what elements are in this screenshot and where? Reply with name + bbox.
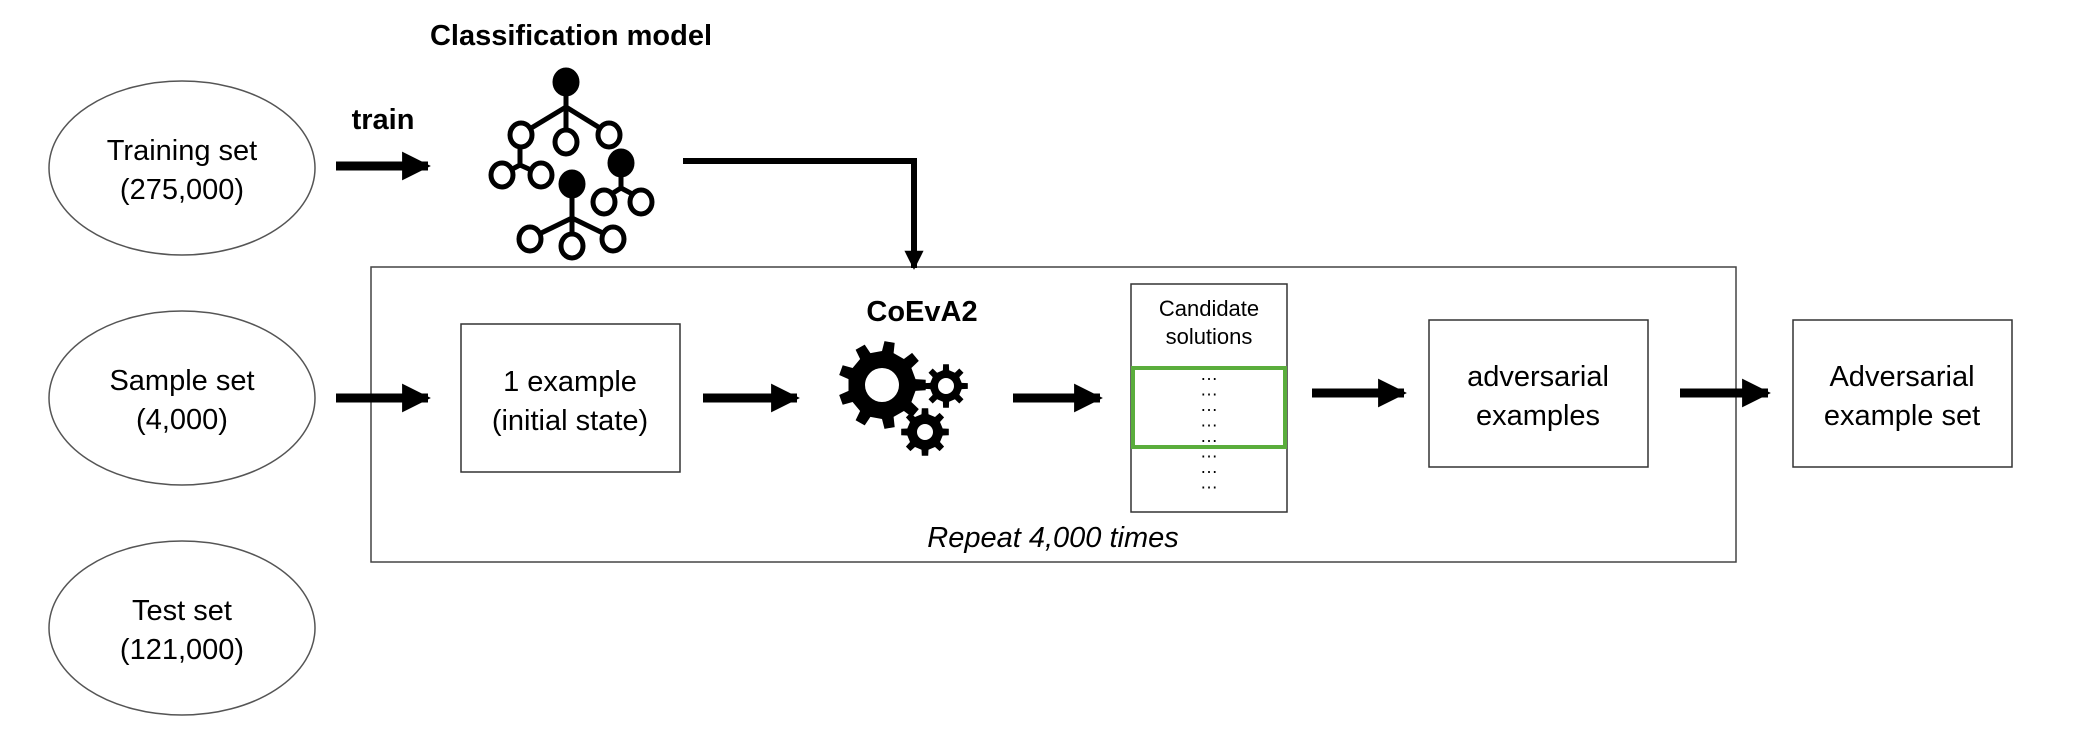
- test-set-count: (121,000): [120, 634, 244, 666]
- sample-set-count: (4,000): [136, 404, 228, 436]
- training-set-count: (275,000): [120, 174, 244, 206]
- candidate-row: …: [1200, 411, 1218, 431]
- adversarial-examples-node: adversarial examples: [1428, 319, 1649, 468]
- decision-tree-forest-icon: [488, 67, 655, 261]
- training-set-title: Training set: [107, 135, 257, 167]
- selected-candidates-highlight: [1131, 366, 1287, 449]
- train-label: train: [352, 104, 415, 136]
- gear-icon: [901, 408, 949, 456]
- adversarial-examples-line1: adversarial: [1467, 361, 1609, 393]
- training-set-node: Training set (275,000): [48, 80, 316, 256]
- gear-icon: [839, 341, 926, 429]
- test-set-node: Test set (121,000): [48, 540, 316, 716]
- repeat-loop-container: [370, 266, 1737, 563]
- initial-example-line2: (initial state): [492, 405, 648, 437]
- adversarial-examples-line2: examples: [1476, 400, 1600, 432]
- candidate-row: …: [1200, 395, 1218, 415]
- initial-example-node: 1 example (initial state): [460, 323, 681, 473]
- sample-set-node: Sample set (4,000): [48, 310, 316, 486]
- coeva-title: CoEvA2: [866, 296, 977, 328]
- candidates-line1: Candidate: [1159, 296, 1259, 321]
- candidate-row: …: [1200, 473, 1218, 493]
- candidate-row: …: [1200, 426, 1218, 446]
- test-set-title: Test set: [132, 595, 232, 627]
- candidate-row: …: [1200, 380, 1218, 400]
- adversarial-example-set-node: Adversarial example set: [1792, 319, 2013, 468]
- model-to-coeva-connector: [683, 158, 924, 270]
- gears-icon: [839, 341, 968, 456]
- candidate-solutions-node: Candidate solutions ……………………: [1130, 283, 1288, 513]
- candidates-line2: solutions: [1166, 324, 1253, 349]
- gear-icon: [924, 364, 968, 408]
- adversarial-set-line2: example set: [1824, 400, 1980, 432]
- adversarial-set-line1: Adversarial: [1829, 361, 1974, 393]
- sample-set-title: Sample set: [109, 365, 254, 397]
- model-title: Classification model: [430, 20, 712, 52]
- initial-example-line1: 1 example: [503, 366, 637, 398]
- candidate-row: …: [1200, 457, 1218, 477]
- repeat-loop-label: Repeat 4,000 times: [927, 522, 1178, 554]
